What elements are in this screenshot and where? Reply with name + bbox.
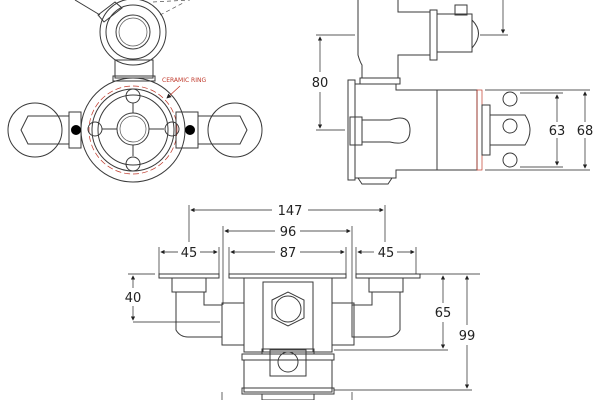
dim-80: 80 (312, 76, 329, 91)
ceramic-ring (88, 85, 178, 175)
ceramic-ring-label: CERAMIC RING (162, 77, 206, 84)
dim-63: 63 (549, 124, 566, 139)
dim-96: 96 (280, 225, 297, 240)
fixing-hole-left (71, 125, 81, 135)
dim-45-left: 45 (181, 246, 198, 261)
dim-99: 99 (459, 329, 476, 344)
dim-147: 147 (278, 204, 303, 219)
front-view: CERAMIC RING (7, 0, 263, 183)
bottom-view: 147 96 87 45 45 40 65 99 (125, 204, 480, 400)
dim-87: 87 (280, 246, 297, 261)
dim-68: 68 (577, 124, 594, 139)
side-view: 80 63 68 (312, 0, 594, 185)
dim-40: 40 (125, 291, 142, 306)
cross-handle (87, 88, 180, 172)
outer-body-circle (80, 77, 186, 183)
fixing-hole-right (185, 125, 195, 135)
dim-45-right: 45 (378, 246, 395, 261)
dim-65: 65 (435, 306, 452, 321)
